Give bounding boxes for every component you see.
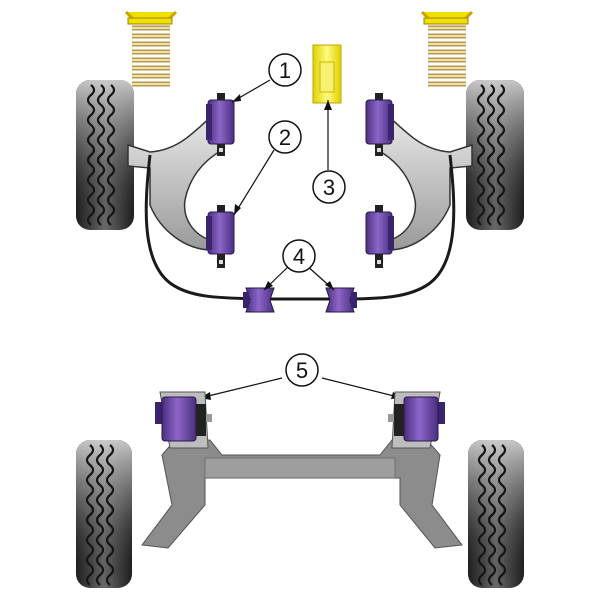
bush-icon (206, 205, 235, 268)
callout-1: 1 (268, 53, 302, 87)
tire-icon (466, 80, 524, 230)
tire-icon (468, 440, 524, 588)
callout-label: 1 (279, 58, 291, 83)
coil-spring-icon (420, 10, 474, 87)
callout-5: 5 (285, 353, 319, 387)
coil-spring-icon (124, 10, 178, 87)
bush-icon (388, 396, 445, 442)
rear-beam-axle (141, 439, 463, 549)
callout-3: 3 (312, 170, 346, 204)
callout-label: 3 (323, 175, 335, 200)
yellow-insert-icon (312, 44, 342, 104)
tire-icon (76, 80, 134, 230)
callout-label: 2 (279, 125, 291, 150)
bush-icon (365, 93, 394, 156)
bush-icon (155, 396, 212, 442)
tire-icon (76, 440, 132, 588)
callout-2: 2 (268, 120, 302, 154)
callout-4: 4 (282, 239, 316, 273)
bush-icon (243, 287, 275, 313)
wishbone-arm-right (377, 117, 473, 251)
callout-label: 5 (296, 358, 308, 383)
callout-label: 4 (293, 244, 305, 269)
anti-roll-bar-icon (144, 154, 456, 301)
bush-icon (206, 93, 235, 156)
wishbone-arm-left (127, 117, 223, 251)
bush-icon (325, 287, 357, 313)
bush-icon (365, 205, 394, 268)
